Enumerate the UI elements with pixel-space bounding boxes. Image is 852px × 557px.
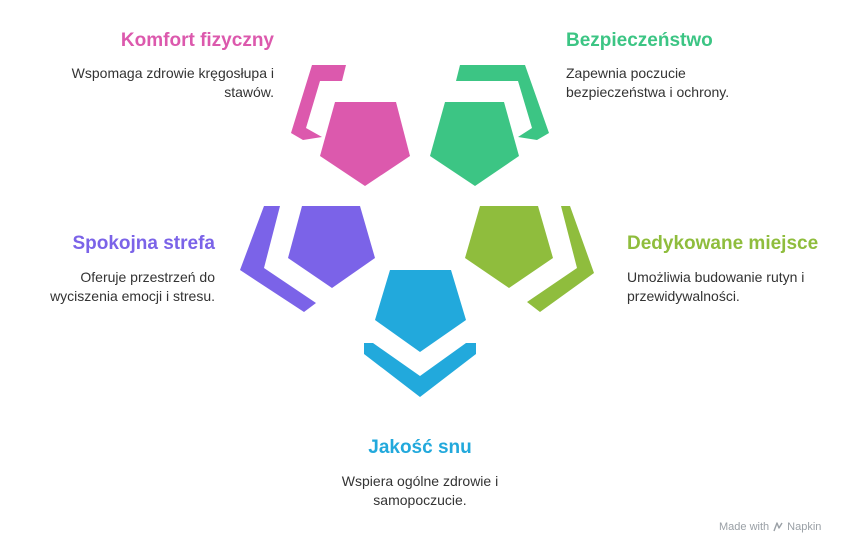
- calm-outer-bracket: [240, 206, 316, 312]
- safety-description: Zapewnia poczucie bezpieczeństwa i ochro…: [566, 65, 730, 100]
- sleep-outer-bracket: [364, 343, 476, 397]
- dedicated-title: Dedykowane miejsce: [627, 233, 819, 254]
- watermark-prefix: Made with: [719, 521, 770, 533]
- safety-pentagon-icon: [430, 102, 519, 186]
- dedicated-segment: [465, 206, 594, 312]
- dedicated-outer-bracket: [527, 206, 594, 312]
- sleep-description: Wspiera ogólne zdrowie i samopoczucie.: [341, 473, 499, 508]
- safety-outer-bracket: [456, 65, 549, 140]
- calm-title: Spokojna strefa: [72, 233, 215, 254]
- comfort-title: Komfort fizyczny: [120, 30, 274, 51]
- comfort-segment: [291, 65, 410, 186]
- sleep-title: Jakość snu: [368, 437, 472, 458]
- safety-title: Bezpieczeństwo: [566, 30, 713, 51]
- napkin-logo-icon: [773, 522, 783, 532]
- calm-pentagon-icon: [288, 206, 375, 288]
- sleep-segment: [364, 270, 476, 397]
- safety-segment: [430, 65, 549, 186]
- comfort-description: Wspomaga zdrowie kręgosłupa i stawów.: [71, 65, 274, 100]
- sleep-pentagon-icon: [375, 270, 466, 352]
- watermark-brand: Napkin: [787, 521, 822, 533]
- made-with-napkin-watermark: Made with Napkin: [719, 521, 821, 533]
- comfort-outer-bracket: [291, 65, 346, 140]
- comfort-pentagon-icon: [320, 102, 410, 186]
- calm-description: Oferuje przestrzeń do wyciszenia emocji …: [50, 269, 215, 304]
- calm-segment: [240, 206, 375, 312]
- dedicated-pentagon-icon: [465, 206, 553, 288]
- dedicated-description: Umożliwia budowanie rutyn i przewidywaln…: [627, 269, 805, 304]
